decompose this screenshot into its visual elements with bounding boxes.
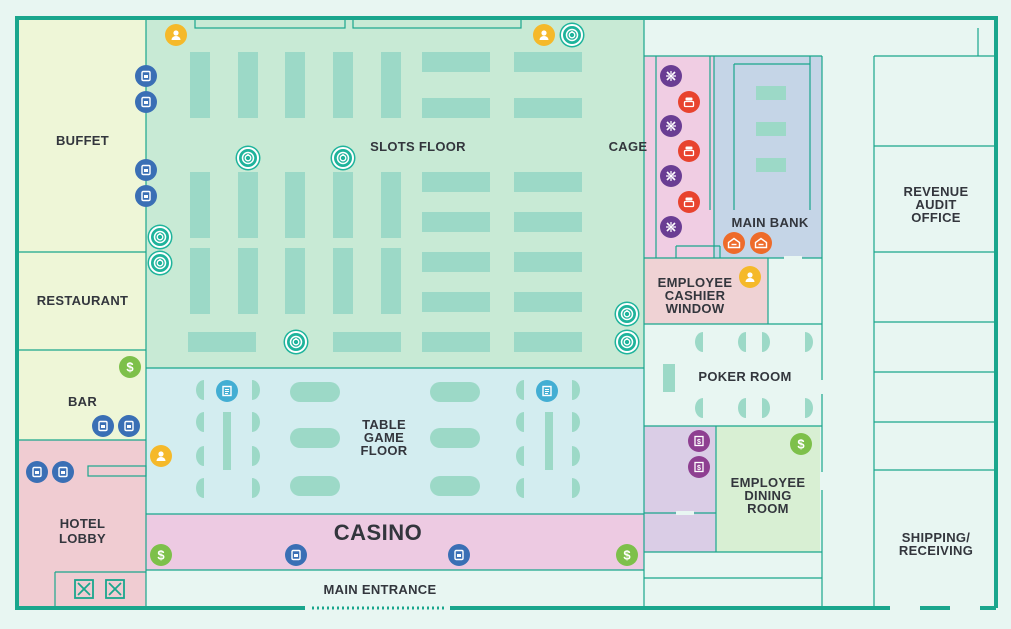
dollar-icon: $	[790, 433, 812, 455]
bank-counter-icon	[678, 91, 700, 113]
table-game-floor-label: TABLE GAME FLOOR	[360, 417, 408, 458]
receipt-kiosk-icon: $	[688, 456, 710, 478]
svg-text:$: $	[697, 465, 701, 472]
bank-counter-icon	[678, 191, 700, 213]
ticket-kiosk-icon	[536, 380, 558, 402]
buffet-area	[19, 18, 146, 252]
atm-icon	[285, 544, 307, 566]
slot-machine-icon	[616, 303, 638, 325]
bank-counter-icon	[678, 140, 700, 162]
poker-room-label: POKER ROOM	[698, 369, 792, 384]
ticket-kiosk-icon	[216, 380, 238, 402]
cashier-cage-icon	[660, 65, 682, 87]
shipping-receiving-label: SHIPPING/ RECEIVING	[898, 530, 974, 558]
atm-icon	[92, 415, 114, 437]
main-bank-label: MAIN BANK	[731, 215, 809, 230]
restaurant-area	[19, 252, 146, 350]
svg-text:$: $	[157, 548, 165, 562]
atm-icon	[135, 91, 157, 113]
gaming-tables	[196, 380, 580, 498]
revenue-audit-office-label: REVENUE AUDIT OFFICE	[903, 184, 969, 225]
bar-label: BAR	[67, 394, 98, 409]
person-icon	[150, 445, 172, 467]
atm-icon	[26, 461, 48, 483]
slots-floor-label: SLOTS FLOOR	[370, 139, 466, 154]
slot-machine-icon	[237, 147, 259, 169]
employee-cashier-window-label: EMPLOYEE CASHIER WINDOW	[657, 275, 733, 316]
person-icon	[739, 266, 761, 288]
dollar-icon: $	[616, 544, 638, 566]
casino-area	[146, 514, 644, 570]
outer-walls	[15, 16, 998, 610]
svg-text:$: $	[797, 437, 805, 451]
dollar-icon: $	[150, 544, 172, 566]
slot-machine-icon	[332, 147, 354, 169]
svg-text:$: $	[697, 439, 701, 446]
svg-text:$: $	[623, 548, 631, 562]
doorway-gaps	[676, 256, 824, 515]
slot-machine-banks	[188, 52, 582, 352]
cashier-cage-icon	[660, 165, 682, 187]
person-icon	[165, 24, 187, 46]
vault-icon	[723, 232, 745, 254]
atm-icon	[135, 185, 157, 207]
slot-machine-icon	[616, 331, 638, 353]
employee-dining-room-label: EMPLOYEE DINING ROOM	[730, 475, 806, 516]
buffet-label: BUFFET	[55, 133, 110, 148]
casino-label: CASINO	[333, 520, 423, 545]
atm-icon	[52, 461, 74, 483]
atm-icon	[135, 65, 157, 87]
slot-machine-icon	[149, 252, 171, 274]
dollar-icon: $	[119, 356, 141, 378]
atm-icon	[118, 415, 140, 437]
cage-label: CAGE	[608, 139, 648, 154]
slot-machine-icon	[285, 331, 307, 353]
atm-icon	[448, 544, 470, 566]
lobby-fixtures	[74, 579, 125, 599]
slot-machine-icon	[149, 226, 171, 248]
bank-counters	[756, 86, 786, 172]
main-entrance-label[interactable]: MAIN ENTRANCE	[323, 582, 437, 597]
restaurant-label: RESTAURANT	[36, 293, 129, 308]
cashier-cage-icon	[660, 216, 682, 238]
atm-icon	[135, 159, 157, 181]
svg-text:$: $	[126, 360, 134, 374]
poker-tables	[663, 332, 813, 418]
hotel-lobby-label: HOTEL LOBBY	[59, 516, 106, 546]
vault-icon	[750, 232, 772, 254]
cashier-cage-icon	[660, 115, 682, 137]
walls	[19, 17, 994, 608]
slot-machine-icon	[561, 24, 583, 46]
person-icon	[533, 24, 555, 46]
receipt-kiosk-icon: $	[688, 430, 710, 452]
